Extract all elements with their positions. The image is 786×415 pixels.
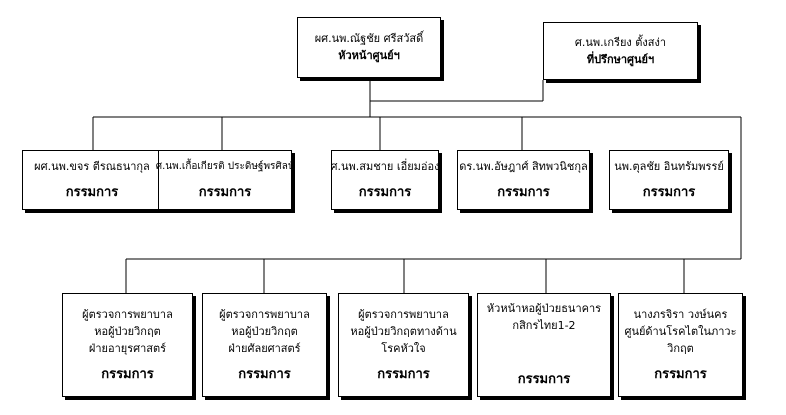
member-role: กรรมการ	[198, 184, 252, 200]
advisor-name: ศ.นพ.เกรียง ตั้งสง่า	[574, 35, 667, 49]
head-role: หัวหน้าศูนย์ฯ	[338, 49, 400, 62]
member-line: หอผู้ป่วยวิกฤต	[94, 324, 161, 338]
member-line: กสิกรไทย1-2	[512, 319, 576, 332]
member-name: ศ.นพ.สมชาย เอี่ยมอ่อง	[330, 159, 440, 173]
member-role: กรรมการ	[358, 184, 412, 200]
row1-member-2: ศ.นพ.เกื้อเกียรติ ประดิษฐ์พรศิลป์ กรรมกา…	[155, 150, 295, 210]
advisor-box: ศ.นพ.เกรียง ตั้งสง่า ที่ปรึกษาศูนย์ฯ	[543, 22, 698, 80]
member-role: กรรมการ	[377, 366, 430, 382]
member-line: นางภรจิรา วงษ์นคร	[633, 307, 728, 321]
member-role: กรรมการ	[654, 366, 707, 382]
member-name: ผศ.นพ.ขจร ตีรณธนากุล	[34, 159, 150, 173]
member-line: หอผู้ป่วยวิกฤต	[231, 324, 298, 338]
row1-member-1: ผศ.นพ.ขจร ตีรณธนากุล กรรมการ	[22, 150, 162, 210]
member-role: กรรมการ	[65, 184, 119, 200]
row2-member-2: ผู้ตรวจการพยาบาล หอผู้ป่วยวิกฤต ฝ่ายศัลย…	[202, 293, 327, 397]
member-line: ผู้ตรวจการพยาบาล	[358, 307, 449, 321]
member-role: กรรมการ	[497, 184, 550, 200]
member-line: หอผู้ป่วยวิกฤตทางด้าน	[350, 324, 457, 338]
row2-member-3: ผู้ตรวจการพยาบาล หอผู้ป่วยวิกฤตทางด้าน โ…	[338, 293, 469, 397]
row1-member-3: ศ.นพ.สมชาย เอี่ยมอ่อง กรรมการ	[331, 150, 439, 210]
member-line: วิกฤต	[667, 341, 694, 355]
head-name: ผศ.นพ.ณัฐชัย ศรีสวัสดิ์	[314, 32, 424, 45]
member-role: กรรมการ	[101, 366, 154, 382]
member-role: กรรมการ	[238, 366, 291, 382]
member-line: หัวหน้าหอผู้ป่วยธนาคาร	[486, 302, 602, 315]
row1-member-4: ดร.นพ.อัษฎาศ์ สิทพวนิชกุล กรรมการ	[457, 150, 590, 210]
head-box: ผศ.นพ.ณัฐชัย ศรีสวัสดิ์ หัวหน้าศูนย์ฯ	[297, 17, 441, 78]
advisor-role: ที่ปรึกษาศูนย์ฯ	[586, 52, 655, 66]
row2-member-5: นางภรจิรา วงษ์นคร ศูนย์ด้านโรคไตในภาวะ ว…	[618, 293, 743, 397]
member-line: โรคหัวใจ	[381, 341, 426, 355]
row2-member-4: หัวหน้าหอผู้ป่วยธนาคาร กสิกรไทย1-2 กรรมก…	[477, 293, 611, 397]
member-line: ฝ่ายอายุรศาสตร์	[88, 341, 167, 355]
member-role: กรรมการ	[642, 184, 696, 200]
member-name: ศ.นพ.เกื้อเกียรติ ประดิษฐ์พรศิลป์	[155, 160, 295, 172]
member-line: ศูนย์ด้านโรคไตในภาวะ	[624, 324, 737, 338]
member-line: ฝ่ายศัลยศาสตร์	[228, 341, 301, 355]
row1-member-5: นพ.ตุลชัย อินทรัมพรรย์ กรรมการ	[609, 150, 729, 210]
member-name: ดร.นพ.อัษฎาศ์ สิทพวนิชกุล	[459, 159, 588, 173]
member-line: ผู้ตรวจการพยาบาล	[219, 307, 310, 321]
member-role: กรรมการ	[517, 372, 571, 387]
member-name: นพ.ตุลชัย อินทรัมพรรย์	[614, 159, 724, 173]
row2-member-1: ผู้ตรวจการพยาบาล หอผู้ป่วยวิกฤต ฝ่ายอายุ…	[62, 293, 193, 397]
member-line: ผู้ตรวจการพยาบาล	[82, 307, 173, 321]
